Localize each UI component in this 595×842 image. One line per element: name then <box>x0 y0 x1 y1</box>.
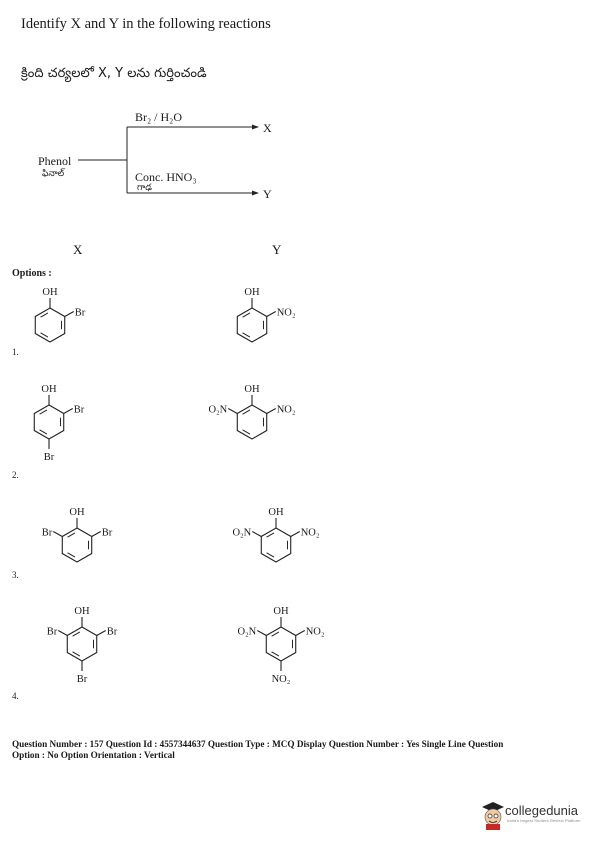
option-4-x-structure-oh-label: OH <box>74 606 90 617</box>
reactant-name: Phenol <box>38 154 72 168</box>
option-3-y-structure-a-label: O₂N <box>232 528 251 539</box>
question-metadata: Question Number : 157 Question Id : 4557… <box>12 739 582 761</box>
option-4-y-structure-a-label: O₂N <box>237 627 256 638</box>
option-3-x-structure-b-label: Br <box>102 528 113 539</box>
option-3-x-structure-a-label: Br <box>42 528 53 539</box>
option-2-y-structure-oh-label: OH <box>244 384 260 395</box>
collegedunia-logo: collegedunia India's largest Student Rev… <box>480 800 590 832</box>
logo-tagline: India's largest Student Review Platform <box>507 818 581 823</box>
reactant-name-telugu: ఫినాల్ <box>42 169 65 179</box>
product-x: X <box>263 121 272 135</box>
option-3-y-structure: OH O₂N NO₂ <box>232 507 320 563</box>
option-1-x-structure-a-label: Br <box>75 308 86 319</box>
option-4-x-structure-c-label: Br <box>77 674 88 685</box>
option-3-x-structure-oh-label: OH <box>69 507 85 518</box>
reagent-top: Br₂ / H₂O <box>135 110 183 124</box>
option-4-y-structure-c-label: NO₂ <box>272 674 291 685</box>
option-1-y-structure-a-label: NO₂ <box>277 308 296 319</box>
logo-wordmark: collegedunia <box>505 803 579 818</box>
option-2-x-structure-oh-label: OH <box>41 384 57 395</box>
question-text-telugu: క్రింది చర్యలలో X, Y లను గుర్తించండి <box>21 66 207 81</box>
options-label: Options : <box>12 268 52 279</box>
option-number-4: 4. <box>12 691 19 701</box>
question-text: Identify X and Y in the following reacti… <box>21 16 271 32</box>
reagent-bottom-telugu: గాఢ <box>137 183 152 193</box>
option-number-2: 2. <box>12 470 19 480</box>
option-1-y-structure: OH NO₂ <box>236 287 296 343</box>
column-head-x: X <box>73 242 83 257</box>
option-4-y-structure-oh-label: OH <box>273 606 289 617</box>
option-2-x-structure-a-label: Br <box>74 405 85 416</box>
option-2-y-structure-a-label: O₂N <box>208 405 227 416</box>
option-1-x-structure: OH Br <box>34 287 86 343</box>
graduate-mascot-icon <box>482 802 504 830</box>
metadata-line-2: Option : No Option Orientation : Vertica… <box>12 750 175 760</box>
column-head-y: Y <box>272 242 282 257</box>
reagent-bottom: Conc. HNO₃ <box>135 170 197 184</box>
option-4-x-structure-a-label: Br <box>47 627 58 638</box>
option-number-1: 1. <box>12 347 19 357</box>
product-y: Y <box>263 187 272 201</box>
option-4-y-structure: OH O₂N NO₂ NO₂ <box>237 606 324 685</box>
option-2-x-structure-b-label: Br <box>44 452 55 463</box>
option-3-y-structure-b-label: NO₂ <box>301 528 320 539</box>
option-3-y-structure-oh-label: OH <box>268 507 284 518</box>
option-4-y-structure-b-label: NO₂ <box>306 627 325 638</box>
option-2-y-structure-b-label: NO₂ <box>277 405 296 416</box>
reaction-scheme <box>78 124 259 196</box>
option-2-y-structure: OH O₂N NO₂ <box>208 384 296 440</box>
option-4-x-structure-b-label: Br <box>107 627 118 638</box>
option-1-y-structure-oh-label: OH <box>244 287 260 298</box>
option-number-3: 3. <box>12 570 19 580</box>
metadata-line-1: Question Number : 157 Question Id : 4557… <box>12 739 504 749</box>
option-1-x-structure-oh-label: OH <box>42 287 58 298</box>
option-3-x-structure: OH Br Br <box>42 507 113 563</box>
